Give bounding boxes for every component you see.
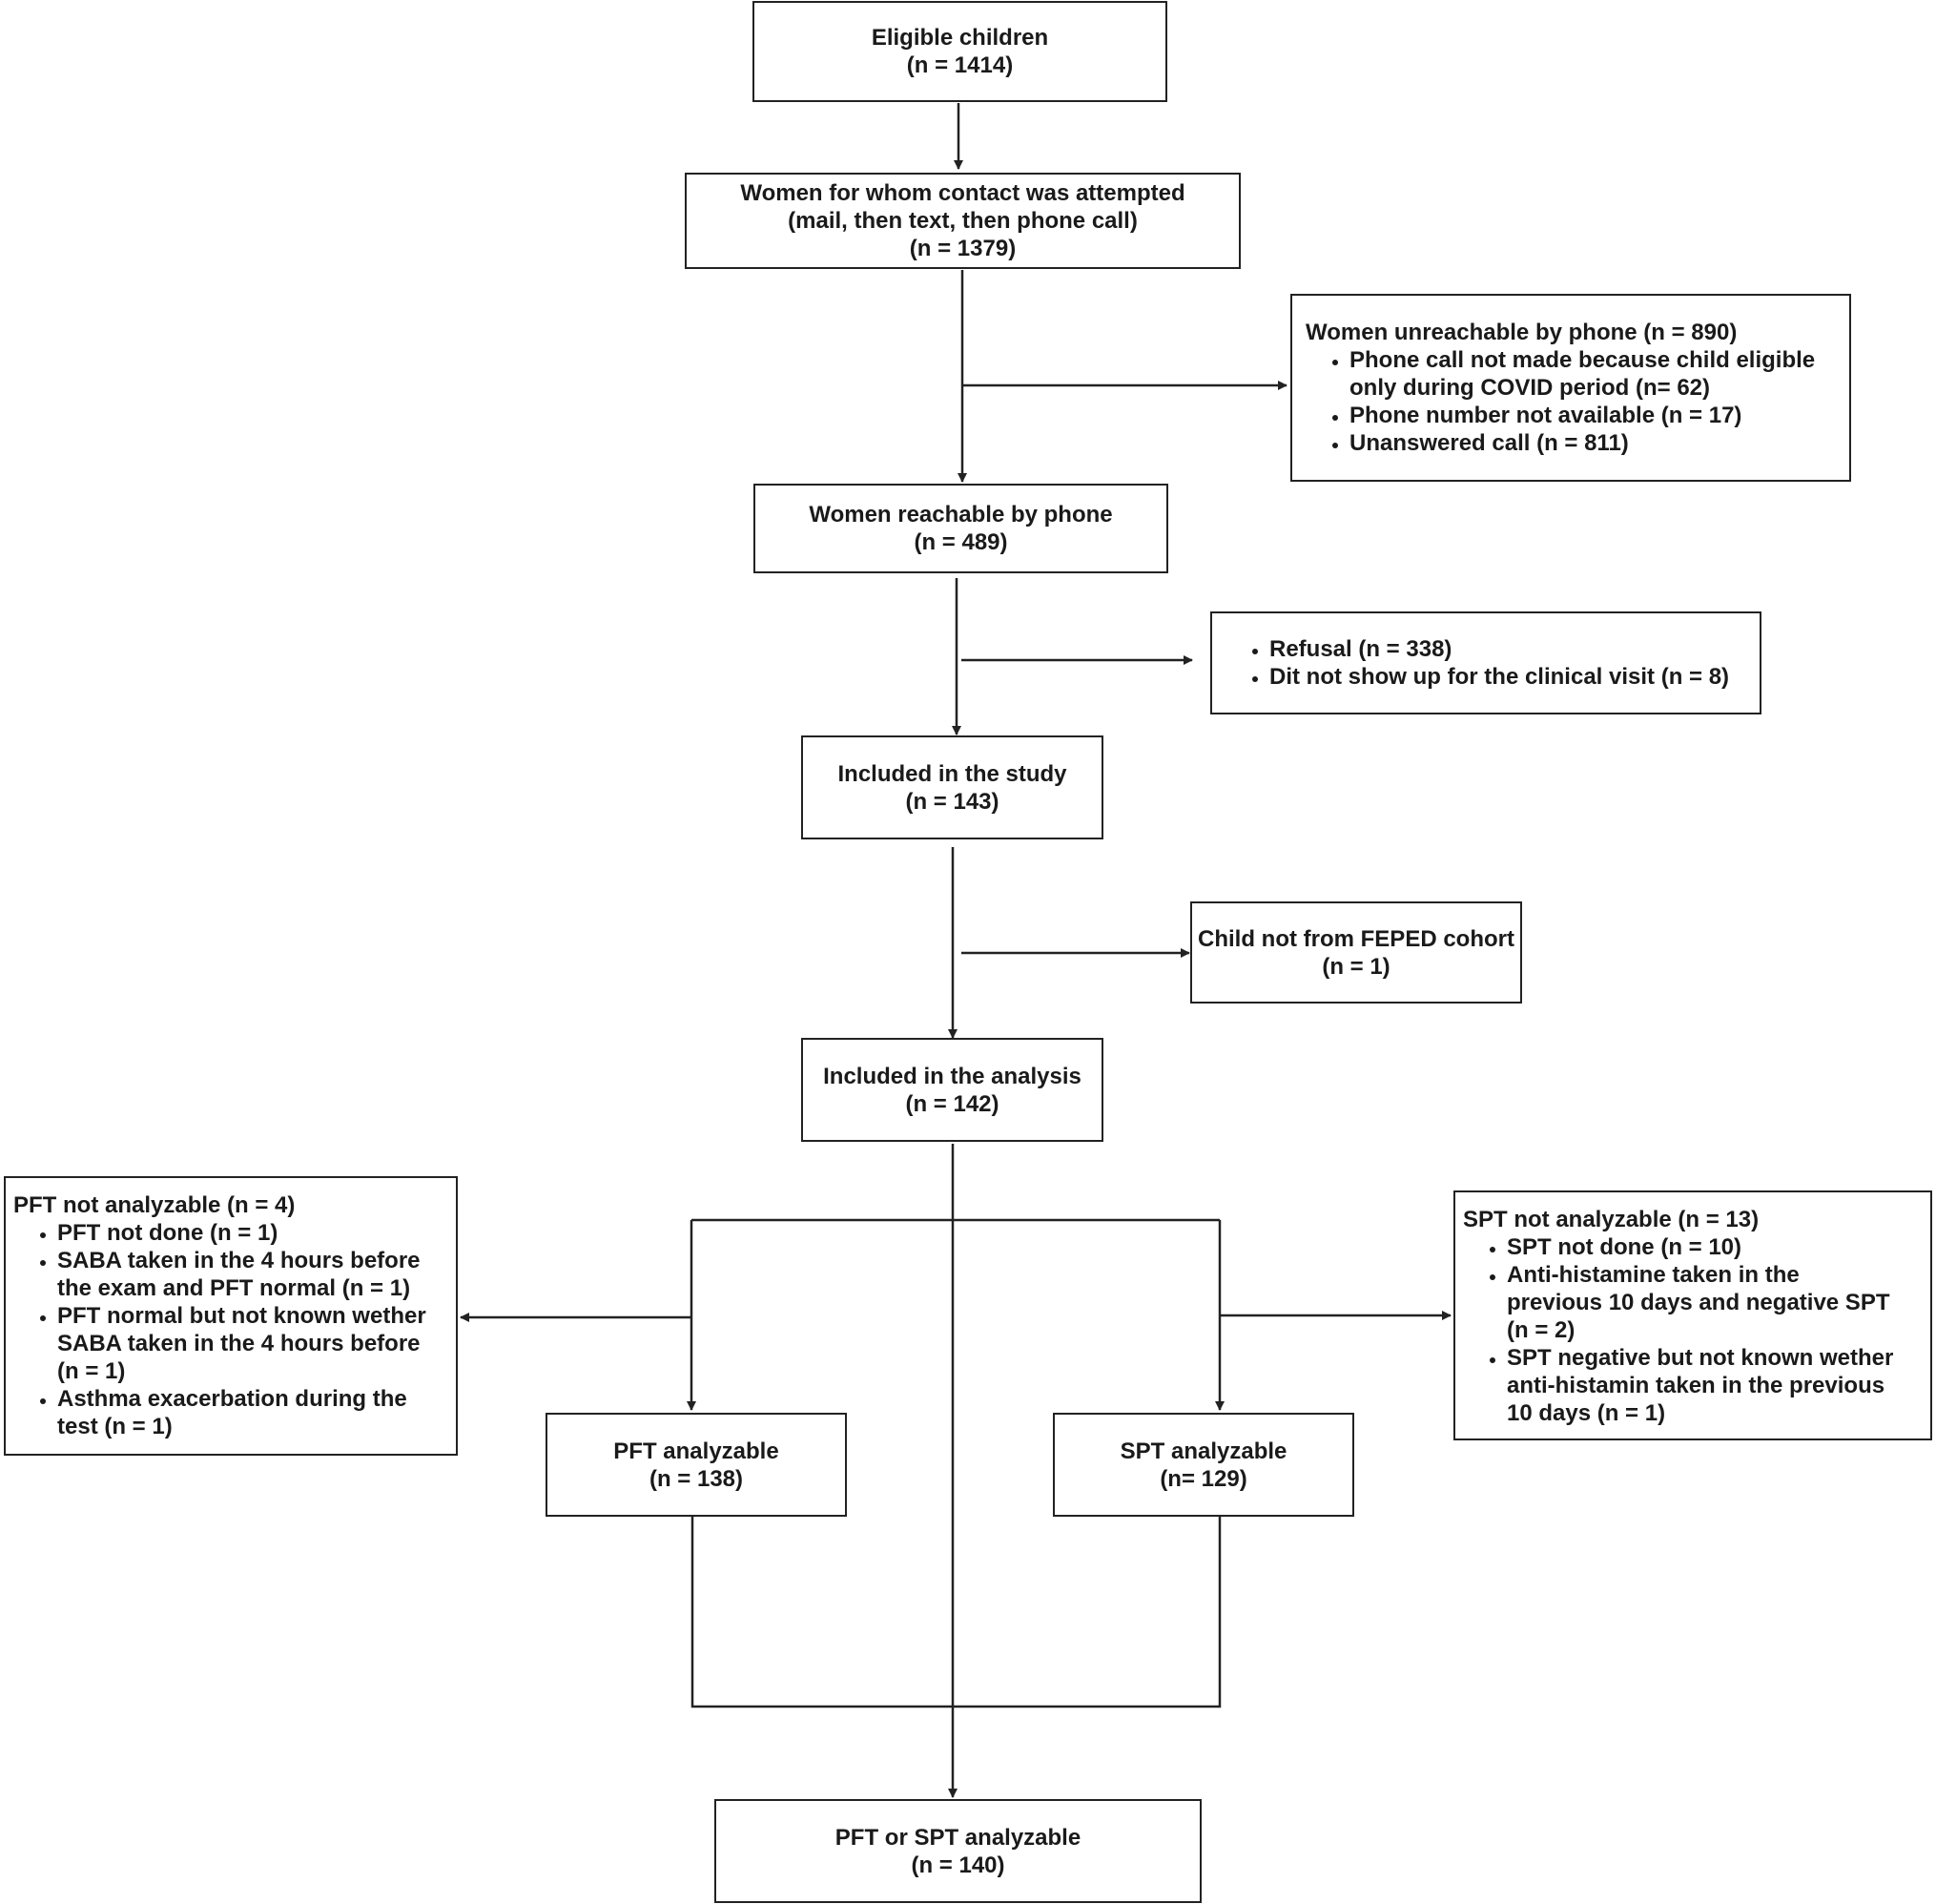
spt-not-item-not-done-line-1: SPT not done (n = 10): [1507, 1234, 1742, 1260]
spt-not-analyzable-box: SPT not analyzable (n = 13) SPT not done…: [1453, 1190, 1932, 1440]
refusal-item-no-show-line-1: Dit not show up for the clinical visit (…: [1269, 664, 1730, 690]
pft-not-item-saba-unknown-line-3: (n = 1): [57, 1358, 126, 1384]
spt-not-item-antihistamine-line-2: previous 10 days and negative SPT: [1507, 1290, 1890, 1315]
spt-not-item-unknown: SPT negative but not known wether anti-h…: [1507, 1344, 1921, 1427]
not-feped-box: Child not from FEPED cohort (n = 1): [1190, 901, 1522, 1004]
spt-analyzable-box: SPT analyzable (n= 129): [1053, 1413, 1354, 1517]
spt-analyzable-count: (n= 129): [1160, 1465, 1247, 1492]
final-analyzable-title: PFT or SPT analyzable: [834, 1824, 1081, 1851]
spt-not-analyzable-title: SPT not analyzable (n = 13): [1463, 1207, 1760, 1232]
refusal-box: Refusal (n = 338) Dit not show up for th…: [1210, 611, 1761, 714]
spt-not-analyzable-list: SPT not done (n = 10) Anti-histamine tak…: [1463, 1233, 1921, 1427]
not-feped-title: Child not from FEPED cohort: [1198, 925, 1514, 952]
included-analysis-box: Included in the analysis (n = 142): [801, 1038, 1103, 1142]
unreachable-item-covid-line-2: only during COVID period (n= 62): [1349, 375, 1711, 401]
pft-analyzable-count: (n = 138): [649, 1465, 744, 1492]
refusal-item-refusal: Refusal (n = 338): [1269, 635, 1750, 663]
unreachable-item-covid: Phone call not made because child eligib…: [1349, 346, 1840, 402]
unreachable-item-unanswered: Unanswered call (n = 811): [1349, 429, 1840, 457]
unreachable-item-unanswered-line-1: Unanswered call (n = 811): [1349, 430, 1629, 456]
eligible-children-box: Eligible children (n = 1414): [752, 1, 1167, 102]
pft-not-item-saba-taken: SABA taken in the 4 hours before the exa…: [57, 1247, 446, 1302]
pft-not-item-not-done: PFT not done (n = 1): [57, 1219, 446, 1247]
pft-not-item-exacerbation-line-2: test (n = 1): [57, 1414, 173, 1439]
refusal-list: Refusal (n = 338) Dit not show up for th…: [1225, 635, 1750, 691]
pft-not-analyzable-title: PFT not analyzable (n = 4): [13, 1192, 296, 1218]
line-merge-bracket: [690, 1517, 1222, 1708]
included-study-title: Included in the study: [837, 760, 1067, 787]
unreachable-item-covid-line-1: Phone call not made because child eligib…: [1349, 347, 1816, 373]
included-study-box: Included in the study (n = 143): [801, 735, 1103, 839]
eligible-children-count: (n = 1414): [906, 52, 1014, 78]
spt-not-item-unknown-line-3: 10 days (n = 1): [1507, 1400, 1666, 1426]
pft-not-item-saba-taken-line-1: SABA taken in the 4 hours before: [57, 1248, 421, 1273]
unreachable-item-no-number-line-1: Phone number not available (n = 17): [1349, 403, 1742, 428]
pft-not-item-saba-taken-line-2: the exam and PFT normal (n = 1): [57, 1275, 411, 1301]
unreachable-title: Women unreachable by phone (n = 890): [1306, 320, 1738, 345]
refusal-item-no-show: Dit not show up for the clinical visit (…: [1269, 663, 1750, 691]
pft-not-analyzable-list: PFT not done (n = 1) SABA taken in the 4…: [13, 1219, 446, 1440]
reachable-box: Women reachable by phone (n = 489): [753, 484, 1168, 573]
pft-not-item-saba-unknown-line-2: SABA taken in the 4 hours before: [57, 1331, 421, 1356]
spt-not-item-antihistamine-line-1: Anti-histamine taken in the: [1507, 1262, 1800, 1288]
pft-not-item-saba-unknown-line-1: PFT normal but not known wether: [57, 1303, 426, 1329]
included-analysis-count: (n = 142): [905, 1090, 999, 1117]
eligible-children-title: Eligible children: [871, 25, 1049, 51]
refusal-item-refusal-line-1: Refusal (n = 338): [1269, 636, 1452, 662]
included-study-count: (n = 143): [905, 788, 999, 815]
included-analysis-title: Included in the analysis: [823, 1063, 1081, 1089]
pft-not-item-exacerbation-line-1: Asthma exacerbation during the: [57, 1386, 407, 1412]
spt-not-item-unknown-line-2: anti-histamin taken in the previous: [1507, 1373, 1885, 1398]
contact-attempted-detail: (mail, then text, then phone call): [788, 208, 1138, 234]
pft-not-analyzable-box: PFT not analyzable (n = 4) PFT not done …: [4, 1176, 458, 1456]
spt-not-item-unknown-line-1: SPT negative but not known wether: [1507, 1345, 1894, 1371]
pft-analyzable-title: PFT analyzable: [613, 1438, 779, 1464]
spt-analyzable-title: SPT analyzable: [1120, 1438, 1287, 1464]
reachable-count: (n = 489): [914, 529, 1008, 555]
spt-not-item-antihistamine: Anti-histamine taken in the previous 10 …: [1507, 1261, 1921, 1344]
spt-not-item-antihistamine-line-3: (n = 2): [1507, 1317, 1576, 1343]
unreachable-item-no-number: Phone number not available (n = 17): [1349, 402, 1840, 429]
spt-not-item-not-done: SPT not done (n = 10): [1507, 1233, 1921, 1261]
final-analyzable-count: (n = 140): [911, 1852, 1005, 1878]
pft-analyzable-box: PFT analyzable (n = 138): [546, 1413, 847, 1517]
contact-attempted-count: (n = 1379): [909, 236, 1017, 261]
contact-attempted-box: Women for whom contact was attempted (ma…: [685, 173, 1241, 269]
reachable-title: Women reachable by phone: [809, 502, 1113, 528]
pft-not-item-not-done-line-1: PFT not done (n = 1): [57, 1220, 278, 1246]
pft-not-item-saba-unknown: PFT normal but not known wether SABA tak…: [57, 1302, 446, 1385]
not-feped-count: (n = 1): [1322, 953, 1390, 980]
pft-not-item-exacerbation: Asthma exacerbation during the test (n =…: [57, 1385, 446, 1440]
unreachable-list: Phone call not made because child eligib…: [1306, 346, 1840, 457]
unreachable-box: Women unreachable by phone (n = 890) Pho…: [1290, 294, 1851, 482]
final-analyzable-box: PFT or SPT analyzable (n = 140): [714, 1799, 1202, 1903]
contact-attempted-title: Women for whom contact was attempted: [740, 180, 1185, 206]
